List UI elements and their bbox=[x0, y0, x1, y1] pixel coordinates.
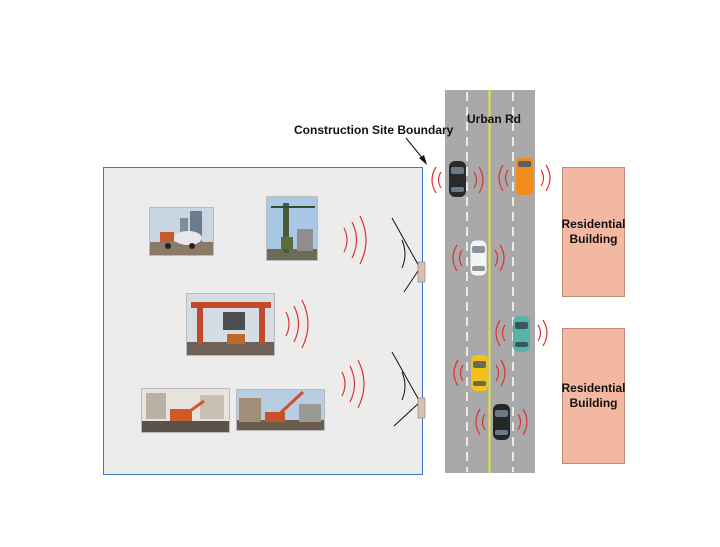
crawler-crane-photo bbox=[236, 389, 325, 431]
dark-car-icon bbox=[493, 404, 510, 440]
black-car-icon bbox=[449, 161, 466, 197]
vehicle-signal-waves bbox=[431, 164, 551, 436]
excavator-photo bbox=[141, 388, 230, 433]
roadside-sensor-icon bbox=[391, 351, 426, 427]
tower-crane-photo bbox=[266, 196, 318, 261]
site-signal-waves bbox=[285, 215, 367, 409]
boundary-pointer-arrow bbox=[405, 137, 427, 165]
residential-building-2: Residential Building bbox=[561, 328, 626, 464]
building-label: Residential Building bbox=[561, 381, 626, 410]
building-label: Residential Building bbox=[561, 217, 626, 246]
white-car-icon bbox=[469, 239, 488, 277]
roadside-sensor-icon bbox=[391, 217, 426, 293]
yellow-taxi-icon bbox=[471, 355, 488, 391]
teal-car-icon bbox=[513, 316, 530, 352]
urban-road-label: Urban Rd bbox=[467, 112, 521, 126]
orange-van-icon bbox=[516, 158, 533, 195]
lane-markings bbox=[466, 90, 514, 473]
cement-mixer-photo bbox=[149, 207, 214, 256]
gantry-crane-photo bbox=[186, 293, 275, 356]
construction-site-boundary-label: Construction Site Boundary bbox=[294, 123, 454, 137]
residential-building-1: Residential Building bbox=[561, 167, 626, 297]
